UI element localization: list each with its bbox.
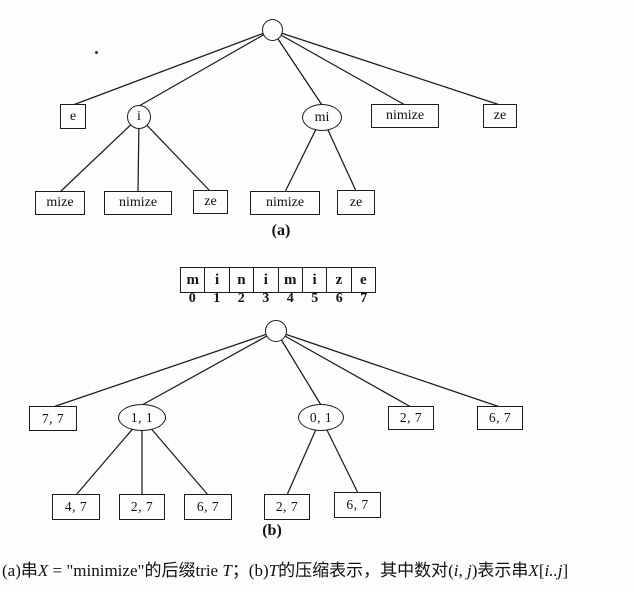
caption-segment: T [222,561,232,580]
edge [271,29,323,106]
array-cell: m [279,268,303,292]
edge [59,116,140,193]
edge [275,330,322,406]
caption-segment: ；(b) [231,561,269,580]
array-index: 6 [335,291,343,306]
tree-b-node-6-7: 6, 7 [477,406,523,430]
tree-a-node-nimize: nimize [371,104,439,128]
tree-b-leaf-2-7-2: 2, 7 [264,494,310,520]
string-array: m i n i m i z e [180,267,376,293]
tree-a-root-node [262,19,283,41]
tree-a-leaf-ze-1: ze [193,190,228,214]
array-index: 2 [237,291,245,306]
tree-b-node-2-7: 2, 7 [388,406,434,430]
tree-b-label: (b) [262,522,282,539]
array-index: 4 [286,291,294,306]
array-index: 0 [188,291,196,306]
array-cell: m [181,268,206,292]
caption-segment: i..j [544,561,563,580]
ink-speck [95,51,98,54]
array-cell: i [303,268,328,292]
array-cell: n [230,268,255,292]
array-index: 1 [213,291,221,306]
caption-segment: T [268,561,279,580]
tree-a-leaf-nimize-2: nimize [250,191,320,215]
tree-b-node-1-1: 1, 1 [118,404,166,431]
tree-a-node-e: e [60,104,86,129]
array-cell: i [205,268,230,292]
tree-a-leaf-mize: mize [35,191,85,215]
caption-segment: ] [562,561,569,580]
tree-b-node-0-1: 0, 1 [298,404,344,431]
edge [137,116,140,193]
caption-segment: [ [538,561,545,580]
caption-segment: X [528,561,539,580]
tree-a-leaf-nimize-1: nimize [104,191,172,215]
array-cell: e [359,271,367,288]
edge [138,116,211,192]
edge [271,29,406,106]
tree-a-node-ze: ze [483,104,517,128]
edge [141,330,277,406]
caption-segment: X [37,561,49,580]
edge [275,330,501,408]
edge [72,29,273,106]
array-index: 7 [360,291,368,306]
caption-segment: = "minimize"的后缀trie [48,561,223,580]
tree-b-root-node [265,320,287,342]
tree-a-label: (a) [271,222,291,239]
caption-segment: )表示串 [471,561,529,580]
tree-a-node-mi: mi [302,104,342,131]
edge [138,29,273,107]
caption-segment: j [467,561,472,580]
figure-caption: (a)串X = "minimize"的后缀trie T；(b)T的压缩表示，其中… [2,556,633,581]
edge [271,29,501,106]
array-cell: z [327,268,352,292]
string-array-indices: 0 1 2 3 4 5 6 7 [180,291,376,307]
edge [75,417,143,496]
caption-segment: i [453,561,459,580]
tree-a-leaf-ze-2: ze [337,190,375,215]
array-index: 3 [262,291,270,306]
edge [286,417,322,496]
edge [275,330,412,408]
array-cell: i [254,268,279,292]
caption-segment: , [458,561,468,580]
tree-a-node-i: i [127,105,151,129]
tree-b-leaf-2-7-1: 2, 7 [119,494,165,520]
edge [52,330,277,408]
tree-b-leaf-4-7: 4, 7 [52,494,100,520]
caption-segment: 的压缩表示，其中数对( [278,561,454,580]
tree-b-node-7-7: 7, 7 [29,406,77,431]
edge [141,417,209,496]
tree-b-leaf-6-7-1: 6, 7 [184,494,232,520]
tree-b-leaf-6-7-2: 6, 7 [334,492,381,518]
array-index: 5 [311,291,319,306]
caption-segment: (a)串 [2,561,38,580]
